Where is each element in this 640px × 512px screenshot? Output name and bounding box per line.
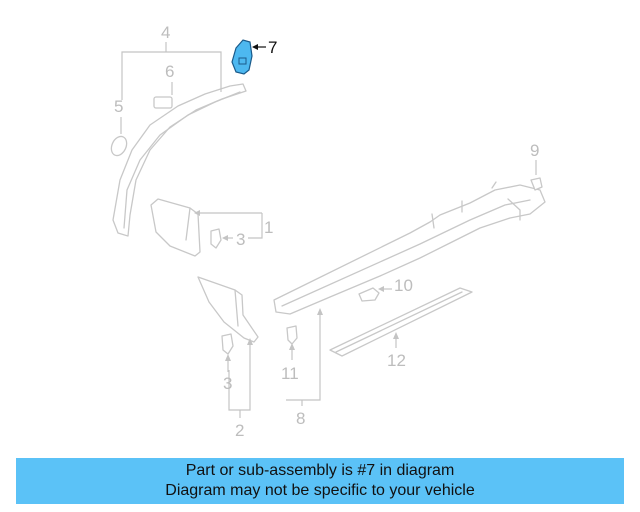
grommet-part-5 — [110, 135, 128, 157]
clip-part-9 — [530, 177, 543, 191]
banner-line-1: Part or sub-assembly is #7 in diagram — [185, 462, 455, 479]
clip-part-10 — [358, 287, 380, 302]
scuff-plate-part-12 — [329, 287, 473, 357]
clip-part-11 — [286, 325, 298, 345]
part-7-highlighted — [231, 39, 253, 75]
kick-panel-part-1 — [150, 198, 201, 257]
sill-panel-part-8 — [273, 181, 546, 315]
parts-diagram: 7 4 6 5 1 3 2 3 8 11 9 — [110, 23, 546, 440]
callout-5: 5 — [114, 97, 123, 116]
callout-2: 2 — [235, 421, 244, 440]
clip-part-3-upper — [210, 228, 222, 249]
callout-6: 6 — [165, 62, 174, 81]
banner-line-2: Diagram may not be specific to your vehi… — [165, 482, 475, 499]
a-pillar-trim — [112, 83, 247, 237]
callout-9: 9 — [530, 141, 539, 160]
callout-4: 4 — [161, 23, 170, 42]
clip-part-6 — [153, 96, 173, 109]
callout-12: 12 — [387, 351, 406, 370]
callout-8: 8 — [296, 409, 305, 428]
callout-1: 1 — [264, 218, 273, 237]
clip-part-3-lower — [221, 333, 234, 355]
callout-11: 11 — [281, 364, 299, 383]
callout-3-lower: 3 — [223, 374, 232, 393]
callout-7: 7 — [268, 38, 277, 57]
callout-10: 10 — [394, 276, 413, 295]
info-banner: Part or sub-assembly is #7 in diagram Di… — [16, 458, 624, 504]
lower-trim-part-2 — [197, 276, 259, 343]
callout-3-upper: 3 — [236, 230, 245, 249]
